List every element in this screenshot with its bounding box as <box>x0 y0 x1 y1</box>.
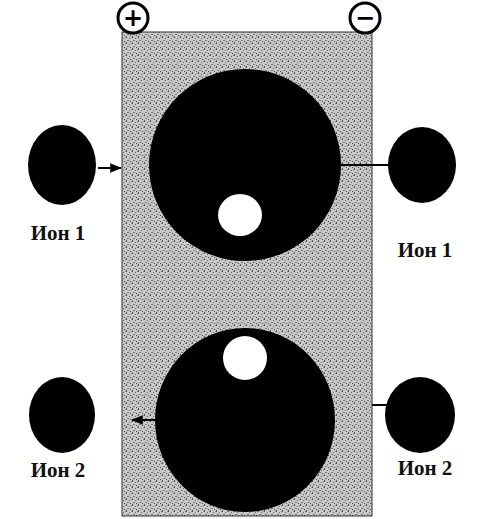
electrode-symbol <box>118 3 148 33</box>
sample-well <box>218 194 262 236</box>
pointer-line <box>338 164 388 166</box>
gel-strip <box>122 32 372 516</box>
ion-label: Ион 2 <box>396 458 455 479</box>
ion-spot <box>149 69 341 261</box>
electrode-sign: − <box>355 6 375 30</box>
electrode-sign: + <box>123 6 143 30</box>
electrode-symbol <box>350 3 380 33</box>
ion-sample: Ион 2 <box>10 375 120 490</box>
sample-well <box>223 336 267 380</box>
ion-sample: Ион 1 <box>365 120 473 270</box>
ion-spot <box>155 328 335 512</box>
ion-sample: Ион 2 <box>365 370 473 485</box>
pointer-arrow <box>98 167 121 169</box>
pointer-arrow <box>132 419 156 421</box>
ion-label: Ион 1 <box>396 240 455 261</box>
ion-label: Ион 1 <box>29 223 88 244</box>
ion-sample: Ион 1 <box>10 120 120 255</box>
ion-label: Ион 2 <box>29 460 88 481</box>
